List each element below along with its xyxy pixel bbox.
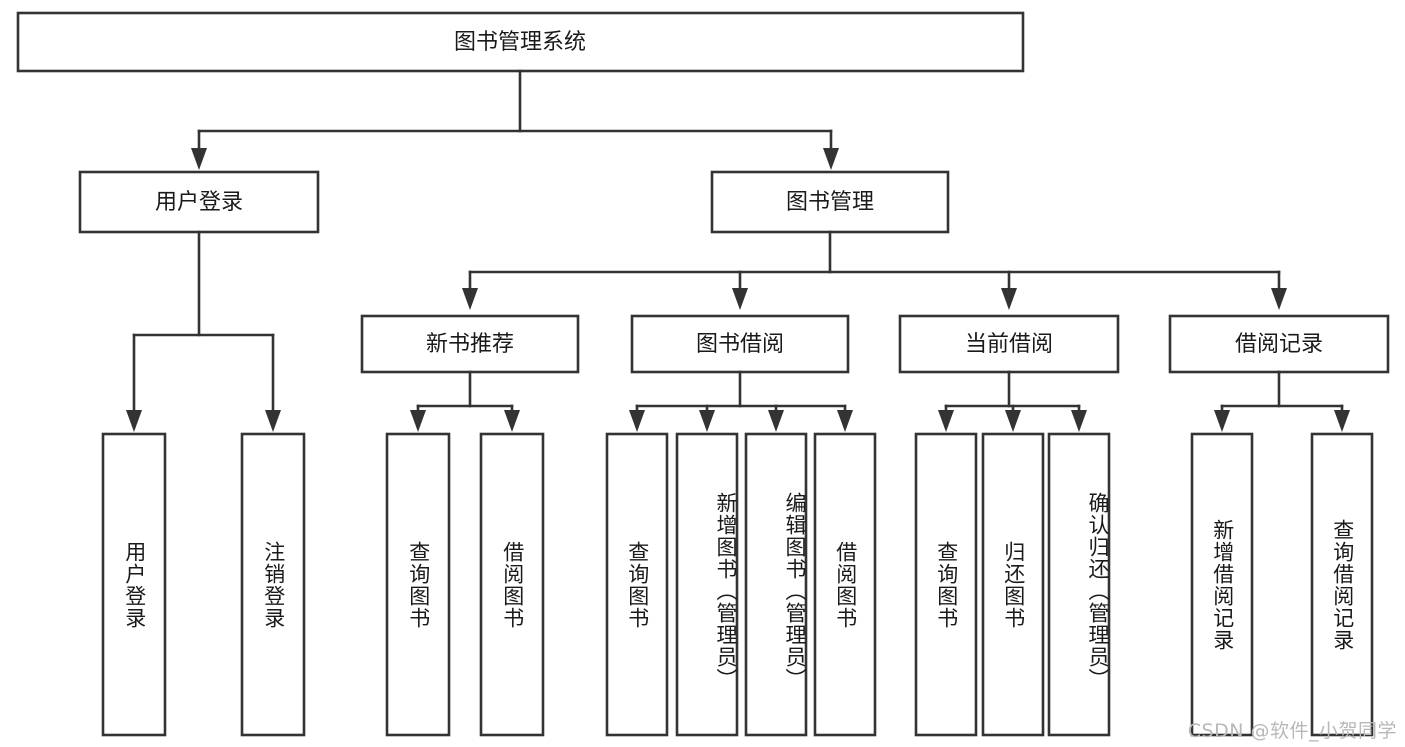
node-book-borrow[interactable] bbox=[630, 314, 850, 374]
label-current-borrow: 当前借阅 bbox=[965, 332, 1053, 357]
label-book-borrow: 图书借阅 bbox=[696, 332, 784, 357]
leaf-box-new-book-1[interactable] bbox=[385, 432, 451, 737]
node-book-management[interactable] bbox=[710, 170, 950, 234]
arrowhead-to-new-book-recommend bbox=[462, 288, 478, 310]
leaf-box-current-borrow-2[interactable] bbox=[981, 432, 1045, 737]
arrowhead-to-borrow-record bbox=[1271, 288, 1287, 310]
arrowhead-to-book-management bbox=[823, 148, 839, 170]
arrowhead-user-login-leaf-1 bbox=[126, 410, 142, 432]
leaf-box-new-book-2[interactable] bbox=[479, 432, 545, 737]
arrowhead-current-borrow-leaf-3 bbox=[1071, 410, 1087, 432]
node-current-borrow[interactable] bbox=[898, 314, 1120, 374]
leaf-box-borrow-record-2[interactable] bbox=[1310, 432, 1374, 737]
arrowhead-book-borrow-leaf-3 bbox=[768, 410, 784, 432]
label-borrow-record: 借阅记录 bbox=[1235, 332, 1323, 357]
arrowhead-new-book-leaf-2 bbox=[504, 410, 520, 432]
label-root: 图书管理系统 bbox=[454, 30, 586, 55]
arrowhead-borrow-record-leaf-1 bbox=[1214, 410, 1230, 432]
arrowhead-book-borrow-leaf-4 bbox=[837, 410, 853, 432]
leaf-box-current-borrow-3[interactable] bbox=[1047, 432, 1111, 737]
node-new-book-recommend[interactable] bbox=[360, 314, 580, 374]
leaf-box-book-borrow-4[interactable] bbox=[813, 432, 877, 737]
arrowhead-to-current-borrow bbox=[1001, 288, 1017, 310]
arrowhead-new-book-leaf-1 bbox=[410, 410, 426, 432]
arrowhead-current-borrow-leaf-1 bbox=[938, 410, 954, 432]
arrowhead-book-borrow-leaf-2 bbox=[699, 410, 715, 432]
leaf-box-borrow-record-1[interactable] bbox=[1190, 432, 1254, 737]
leaf-box-book-borrow-1[interactable] bbox=[605, 432, 669, 737]
arrowhead-to-user-login bbox=[191, 148, 207, 170]
csdn-watermark: CSDN @软件_小贺同学 bbox=[1187, 720, 1397, 742]
label-user-login: 用户登录 bbox=[155, 190, 243, 215]
arrowhead-borrow-record-leaf-2 bbox=[1334, 410, 1350, 432]
arrowhead-to-book-borrow bbox=[732, 288, 748, 310]
label-book-management: 图书管理 bbox=[786, 190, 874, 215]
leaf-box-user-login-2[interactable] bbox=[240, 432, 306, 737]
node-root-book-management-system[interactable] bbox=[16, 11, 1025, 73]
leaf-box-current-borrow-1[interactable] bbox=[914, 432, 978, 737]
leaf-box-user-login-1[interactable] bbox=[101, 432, 167, 737]
arrowhead-user-login-leaf-2 bbox=[265, 410, 281, 432]
node-borrow-record[interactable] bbox=[1168, 314, 1390, 374]
arrowhead-book-borrow-leaf-1 bbox=[629, 410, 645, 432]
leaf-box-book-borrow-3[interactable] bbox=[744, 432, 808, 737]
leaf-box-book-borrow-2[interactable] bbox=[675, 432, 739, 737]
arrowhead-current-borrow-leaf-2 bbox=[1005, 410, 1021, 432]
label-new-book-recommend: 新书推荐 bbox=[426, 332, 514, 357]
